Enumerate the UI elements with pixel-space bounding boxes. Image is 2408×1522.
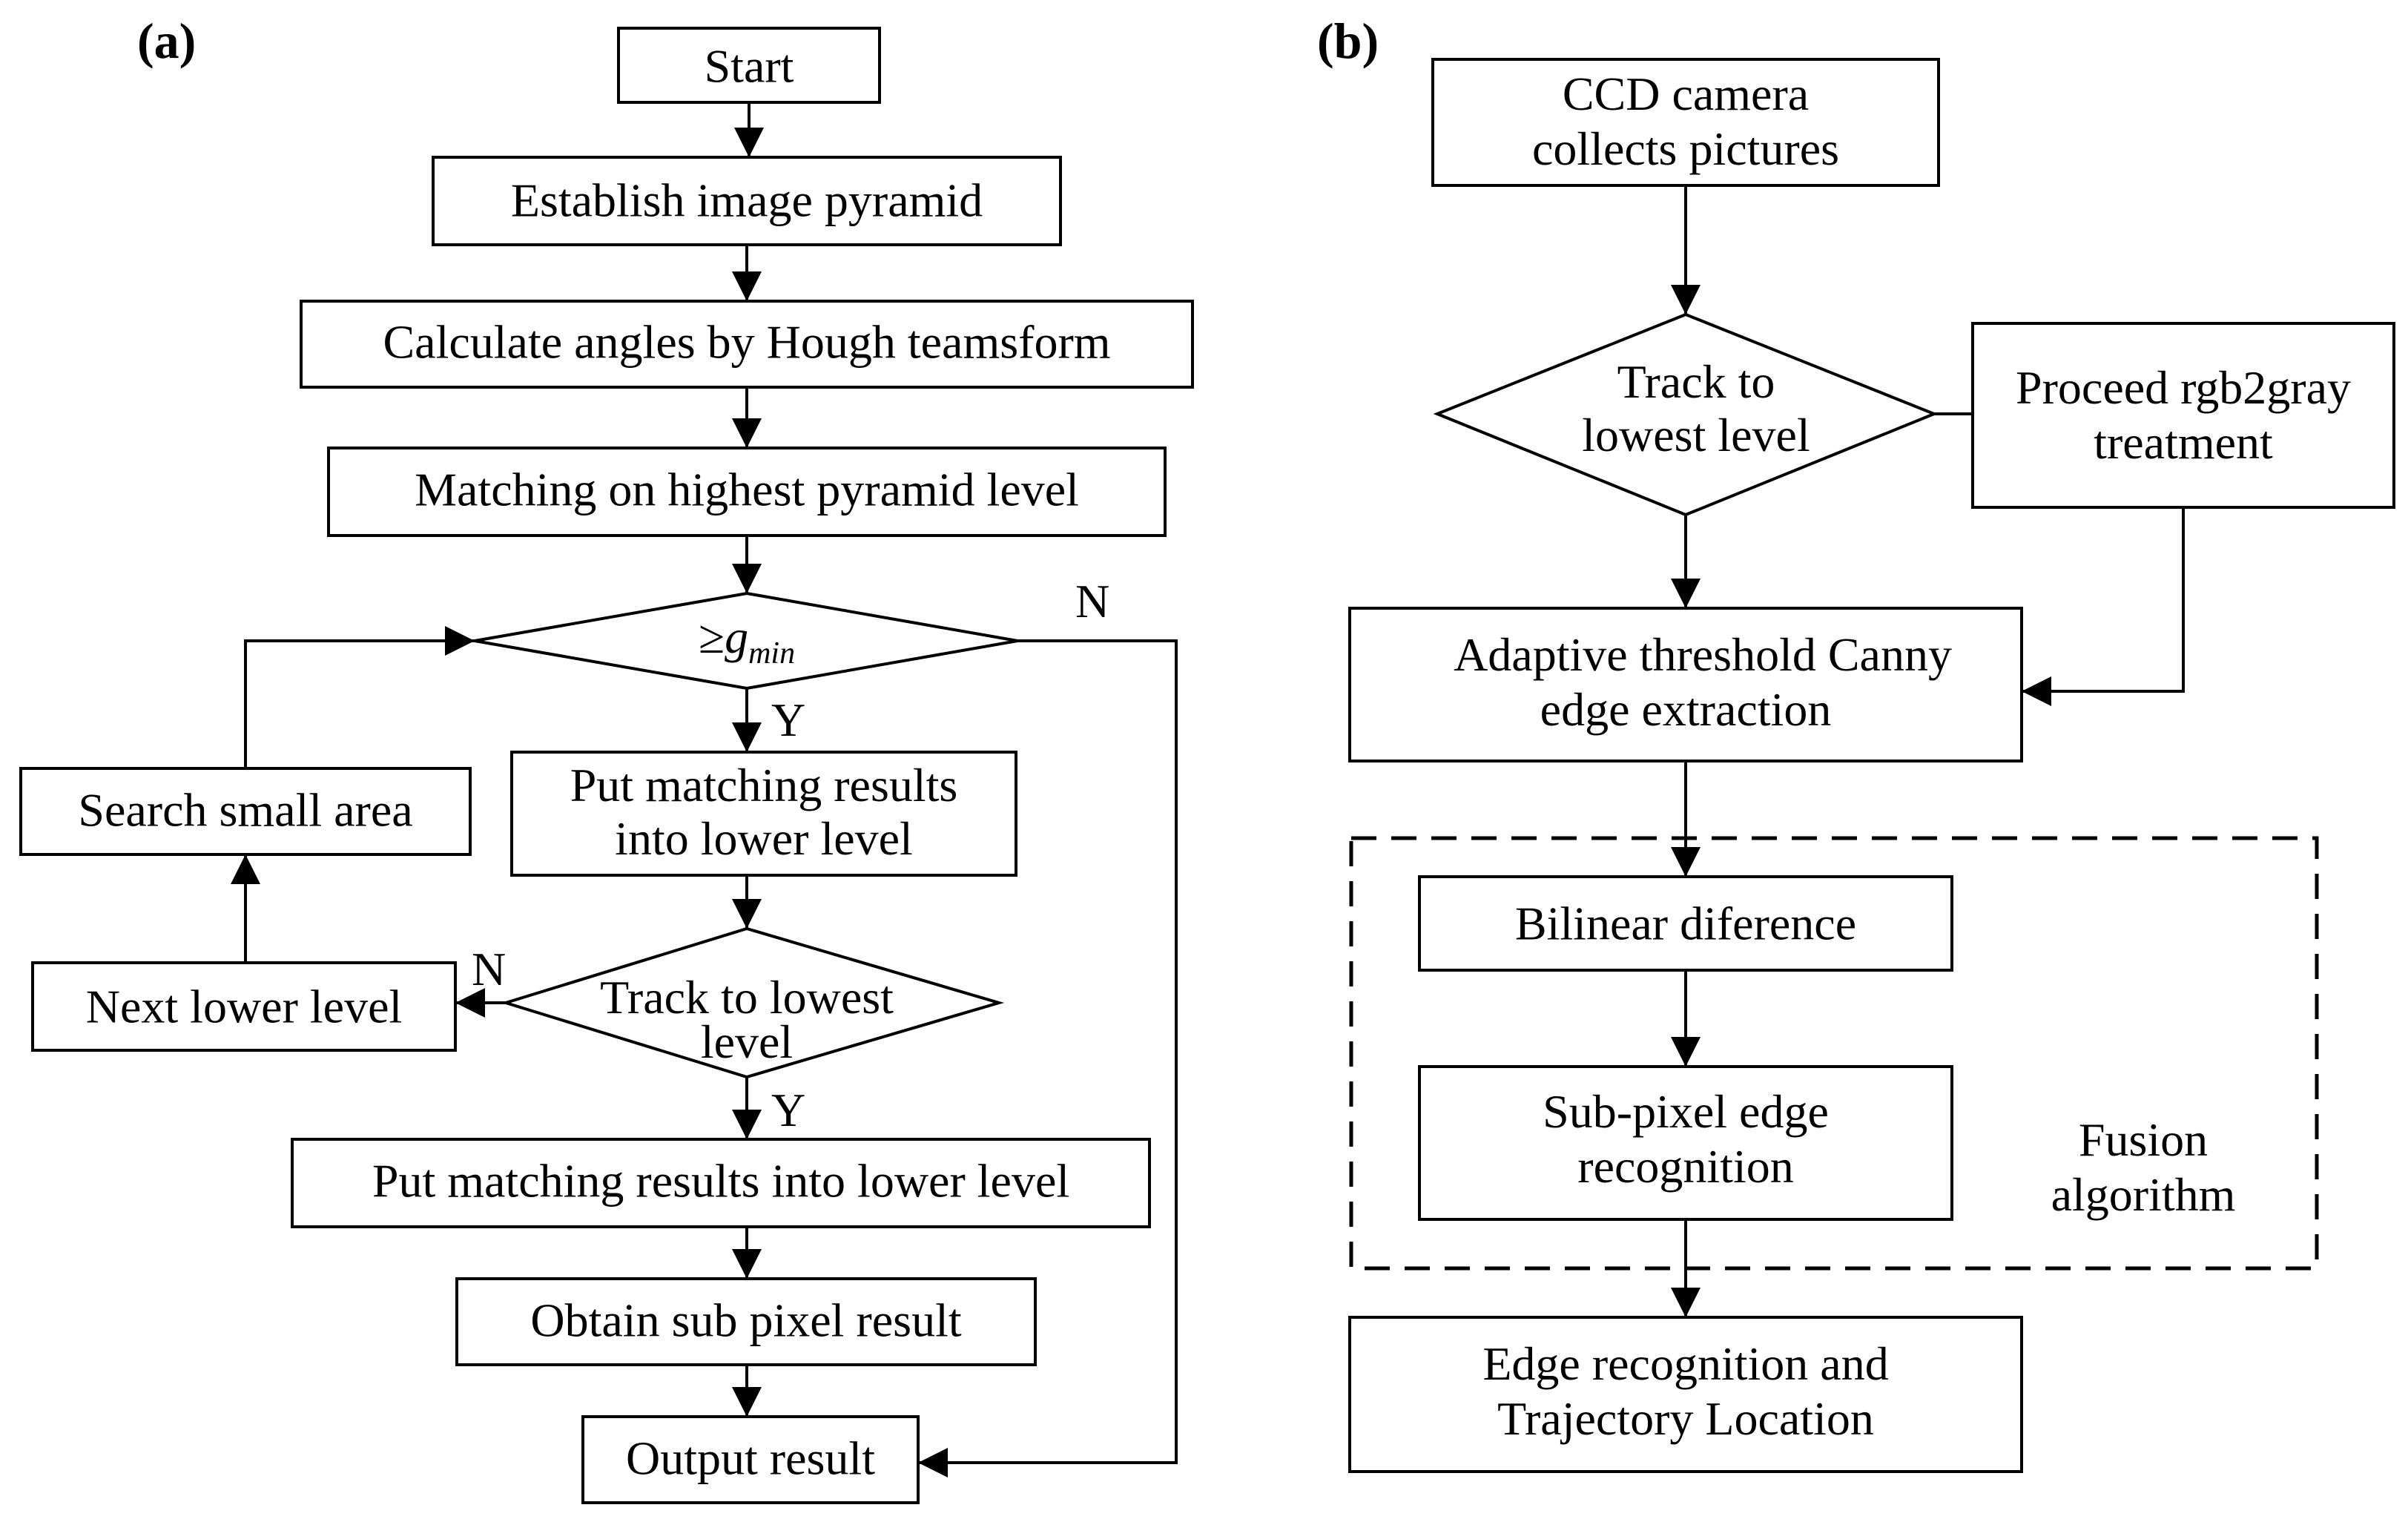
edge-trajectory-node: Edge recognition and Trajectory Location xyxy=(1348,1316,2023,1473)
put-results-node: Put matching results into lower level xyxy=(510,751,1017,877)
establish-pyramid-node: Establish image pyramid xyxy=(432,156,1062,246)
track-no-label: N xyxy=(472,943,506,995)
track-lowest-decision: Track to lowest level xyxy=(501,926,1005,1079)
panel-b-connectors xyxy=(1671,185,2185,1317)
panel-a-label: (a) xyxy=(137,13,196,69)
put-results-lower-node: Put matching results into lower level xyxy=(291,1138,1151,1228)
edge-trajectory-line-1: Edge recognition and xyxy=(1482,1337,1888,1390)
subpixel-edge-line-1: Sub-pixel edge xyxy=(1543,1085,1829,1138)
put-results-line-2: into lower level xyxy=(615,812,913,865)
subpixel-edge-line-2: recognition xyxy=(1577,1140,1793,1193)
track-lowest-b-line-1: Track to xyxy=(1617,355,1775,408)
track-lowest-b-line-2: lowest level xyxy=(1582,409,1810,461)
arrow-search-to-gmin xyxy=(244,626,475,768)
bilinear-difference-node: Bilinear diference xyxy=(1418,875,1953,972)
sub-pixel-result-node: Obtain sub pixel result xyxy=(455,1277,1037,1366)
sub-pixel-result-label: Obtain sub pixel result xyxy=(530,1294,961,1347)
start-node-label: Start xyxy=(705,40,794,93)
hough-angles-node: Calculate angles by Hough teamsform xyxy=(300,300,1194,389)
edge-trajectory-line-2: Trajectory Location xyxy=(1497,1392,1874,1445)
rgb2gray-node: Proceed rgb2gray treatment xyxy=(1971,322,2395,509)
panel-b-label: (b) xyxy=(1317,13,1379,69)
gmin-decision-label: ≥gmin xyxy=(699,610,795,671)
put-results-line-1: Put matching results xyxy=(570,759,958,811)
output-result-node: Output result xyxy=(581,1415,920,1504)
arrow-rgb2gray-to-canny xyxy=(2022,507,2185,706)
panel-a: (a) Start Establish image pyramid Calcul… xyxy=(19,13,1194,1504)
panel-a-connectors xyxy=(231,102,1178,1477)
search-small-area-label: Search small area xyxy=(78,784,412,837)
highest-level-matching-node: Matching on highest pyramid level xyxy=(327,447,1167,537)
gmin-decision: ≥gmin xyxy=(474,591,1018,691)
highest-level-matching-label: Matching on highest pyramid level xyxy=(415,464,1079,516)
ccd-camera-line-2: collects pictures xyxy=(1532,122,1839,175)
canny-extraction-node: Adaptive threshold Canny edge extraction xyxy=(1348,607,2023,762)
next-lower-level-node: Next lower level xyxy=(31,961,457,1052)
canny-extraction-line-2: edge extraction xyxy=(1540,683,1832,736)
rgb2gray-line-1: Proceed rgb2gray xyxy=(2016,361,2351,414)
next-lower-level-label: Next lower level xyxy=(86,981,403,1033)
track-lowest-line-1: Track to lowest xyxy=(600,971,894,1024)
hough-angles-label: Calculate angles by Hough teamsform xyxy=(383,316,1110,369)
ccd-camera-node: CCD camera collects pictures xyxy=(1431,58,1940,187)
fusion-algorithm-group xyxy=(1349,836,2319,1271)
rgb2gray-line-2: treatment xyxy=(2094,416,2273,469)
track-yes-label: Y xyxy=(771,1084,805,1136)
put-results-lower-label: Put matching results into lower level xyxy=(372,1155,1069,1208)
ccd-camera-line-1: CCD camera xyxy=(1563,67,1809,120)
gmin-yes-label: Y xyxy=(771,694,805,746)
gmin-no-label: N xyxy=(1075,575,1109,627)
output-result-label: Output result xyxy=(626,1432,875,1485)
canny-extraction-line-1: Adaptive threshold Canny xyxy=(1454,628,1952,681)
search-small-area-node: Search small area xyxy=(19,767,472,856)
arrow-gmin-no xyxy=(918,639,1178,1477)
panel-b: (b) CCD camera collects pictures Track t… xyxy=(1317,13,2395,1473)
fusion-label-line-2: algorithm xyxy=(2051,1168,2236,1221)
track-lowest-decision-b: Track to lowest level xyxy=(1433,312,1939,517)
subpixel-edge-node: Sub-pixel edge recognition xyxy=(1418,1065,1953,1221)
start-node: Start xyxy=(617,27,881,104)
fusion-label-line-1: Fusion xyxy=(2079,1113,2208,1166)
bilinear-difference-label: Bilinear diference xyxy=(1515,897,1856,950)
track-lowest-line-2: level xyxy=(701,1015,793,1068)
establish-pyramid-label: Establish image pyramid xyxy=(511,174,983,227)
